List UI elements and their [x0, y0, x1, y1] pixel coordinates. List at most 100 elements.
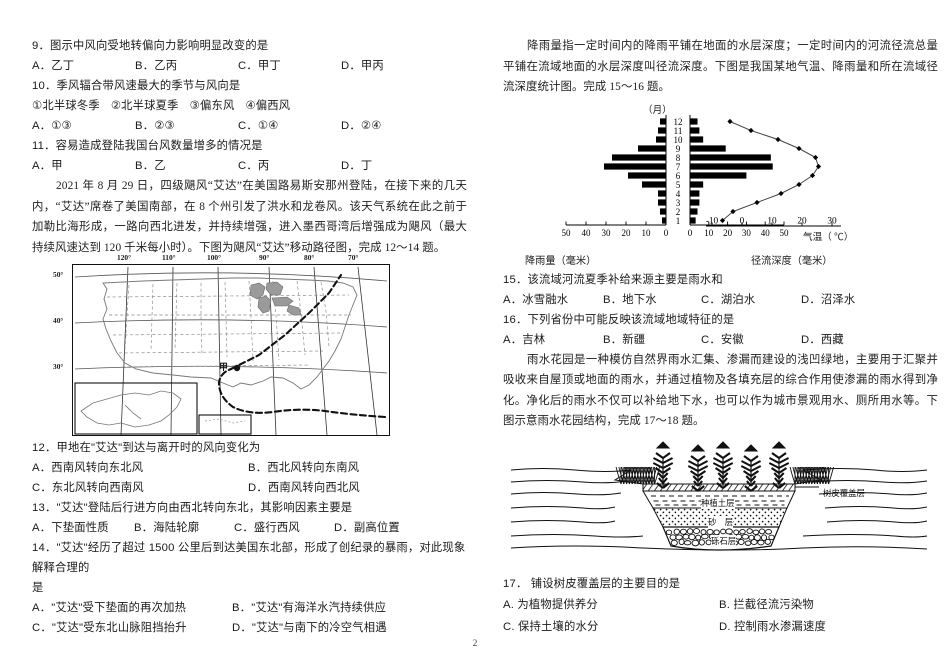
svg-text:10: 10 — [767, 216, 777, 226]
svg-text:30: 30 — [827, 216, 837, 226]
svg-text:10: 10 — [704, 228, 714, 238]
svg-text:11: 11 — [674, 125, 683, 135]
question-14-stem-cont: 是 — [32, 582, 44, 594]
option-d[interactable]: D．"艾达"与南下的冷空气相遇 — [232, 622, 387, 634]
option-b[interactable]: B．"艾达"有海洋水汽持续供应 — [232, 602, 387, 614]
svg-text:50: 50 — [780, 228, 790, 238]
svg-text:20: 20 — [622, 228, 632, 238]
option-c[interactable]: C．湖泊水 — [701, 293, 756, 306]
option-d[interactable]: D. 控制雨水渗漏速度 — [719, 620, 827, 633]
question-11-stem: 11．容易造成登陆我国台风数量增多的情况是 — [32, 140, 263, 152]
passage-runoff-depth: 降雨量指一定时间内的降雨平铺在地面的水层深度；一定时间内的河流径流总量平铺在流域… — [503, 40, 938, 93]
option-a[interactable]: A．乙丁 — [32, 60, 75, 72]
option-a[interactable]: A．下垫面性质 — [32, 522, 109, 534]
lon-label-80: 80° — [304, 253, 315, 262]
option-c[interactable]: C．"艾达"受东北山脉阻挡抬升 — [32, 622, 187, 634]
svg-text:-10: -10 — [706, 216, 719, 226]
svg-text:7: 7 — [676, 161, 681, 171]
option-a[interactable]: A．冰雪融水 — [503, 293, 569, 306]
option-d[interactable]: D．丁 — [341, 160, 373, 172]
right-axis-title: 径流深度（毫米） — [751, 255, 833, 267]
question-11-options: A．甲 B．乙 C．丙 D．丁 — [32, 156, 467, 176]
option-a[interactable]: A．甲 — [32, 160, 63, 172]
map-graphics — [74, 266, 388, 435]
option-c[interactable]: C．甲丁 — [238, 60, 281, 72]
question-14-options-row1: A．"艾达"受下垫面的再次加热 B．"艾达"有海洋水汽持续供应 — [32, 598, 467, 618]
rain-garden-diagram: 树皮覆盖层 种植土层 砂 层 砾石层 — [503, 436, 938, 568]
svg-text:12: 12 — [674, 116, 683, 126]
lat-label-40: 40° — [53, 316, 64, 325]
map-point-jia — [233, 364, 241, 372]
question-14-stem: 14．"艾达"经历了超过 1500 公里后到达美国东北部，形成了创纪录的暴雨，对… — [32, 542, 466, 574]
question-14-options-row2: C．"艾达"受东北山脉阻挡抬升 D．"艾达"与南下的冷空气相遇 — [32, 618, 467, 638]
option-b[interactable]: B．②③ — [135, 120, 175, 132]
question-13-options: A．下垫面性质 B．海陆轮廓 C．盛行西风 D．副高位置 — [32, 518, 467, 538]
lon-label-90: 90° — [259, 253, 270, 262]
option-d[interactable]: D．副高位置 — [334, 522, 400, 534]
option-b[interactable]: B．西北风转向东南风 — [248, 462, 360, 474]
map-label-jia: 甲 — [219, 362, 229, 372]
svg-text:20: 20 — [797, 216, 807, 226]
passage-rain-garden: 雨水花园是一种模仿自然界雨水汇集、渗漏而建设的浅凹绿地，主要用于汇聚并吸收来自屋… — [503, 353, 938, 428]
option-d[interactable]: D．甲丙 — [341, 60, 384, 72]
option-b[interactable]: B．乙 — [135, 160, 166, 172]
item-4: ④偏西风 — [245, 100, 291, 112]
svg-text:50: 50 — [562, 228, 572, 238]
question-16-options: A．吉林 B．新疆 C．安徽 D．西藏 — [503, 330, 938, 350]
chart-month-unit: （月） — [643, 104, 672, 116]
question-15-stem: 15．该流域河流夏季补给来源主要是雨水和 — [503, 273, 723, 286]
svg-text:0: 0 — [688, 228, 693, 238]
option-a[interactable]: A．西南风转向东北风 — [32, 462, 144, 474]
svg-text:5: 5 — [676, 179, 681, 189]
option-b[interactable]: B．地下水 — [603, 293, 657, 306]
option-b[interactable]: B. 拦截径流污染物 — [719, 598, 814, 611]
svg-text:1: 1 — [676, 215, 681, 225]
page-number: 2 — [472, 639, 478, 649]
option-a[interactable]: A．吉林 — [503, 333, 546, 346]
option-a[interactable]: A．"艾达"受下垫面的再次加热 — [32, 602, 187, 614]
option-c[interactable]: C．东北风转向西南风 — [32, 482, 144, 494]
question-10-items: ①北半球冬季 ②北半球夏季 ③偏东风 ④偏西风 — [32, 96, 467, 116]
option-a[interactable]: A．①③ — [32, 120, 72, 132]
option-c[interactable]: C．盛行西风 — [234, 522, 300, 534]
option-b[interactable]: B．新疆 — [603, 333, 646, 346]
option-d[interactable]: D．西藏 — [801, 333, 844, 346]
question-10-options: A．①③ B．②③ C．①④ D．②④ — [32, 116, 467, 136]
svg-text:9: 9 — [676, 143, 681, 153]
option-b[interactable]: B．海陆轮廓 — [134, 522, 200, 534]
temperature-axis-title: 气温（ ℃） — [803, 231, 854, 243]
option-c[interactable]: C．安徽 — [701, 333, 744, 346]
svg-text:20: 20 — [723, 228, 733, 238]
rain-garden-graphics — [510, 440, 928, 551]
lon-label-100: 100° — [207, 253, 222, 262]
option-d[interactable]: D．沼泽水 — [801, 293, 856, 306]
lon-label-120: 120° — [117, 253, 132, 262]
lat-label-50: 50° — [53, 270, 64, 279]
question-10-stem: 10．季风辐合带风速最大的季节与风向是 — [32, 80, 241, 92]
option-c[interactable]: C．丙 — [238, 160, 270, 172]
svg-text:30: 30 — [602, 228, 612, 238]
svg-text:10: 10 — [674, 134, 684, 144]
svg-text:10: 10 — [642, 228, 652, 238]
passage-hurricane-ida: 2021 年 8 月 29 日，四级飓风“艾达”在美国路易斯安那州登陆，在接下来… — [32, 180, 467, 254]
option-d[interactable]: D．②④ — [341, 120, 382, 132]
layer-label-sand: 砂 层 — [708, 515, 734, 528]
item-1: ①北半球冬季 — [32, 100, 100, 112]
svg-text:8: 8 — [676, 152, 681, 162]
question-13-stem: 13．"艾达"登陆后行进方向由西北转向东北，其影响因素主要是 — [32, 502, 353, 514]
svg-text:3: 3 — [676, 197, 681, 207]
option-b[interactable]: B．乙丙 — [135, 60, 178, 72]
option-c[interactable]: C. 保持土壤的水分 — [503, 620, 599, 633]
option-c[interactable]: C．①④ — [238, 120, 279, 132]
lon-label-70: 70° — [348, 253, 359, 262]
question-15-options: A．冰雪融水 B．地下水 C．湖泊水 D．沼泽水 — [503, 290, 938, 310]
svg-text:0: 0 — [664, 228, 669, 238]
svg-text:30: 30 — [742, 228, 752, 238]
question-12-options-row1: A．西南风转向东北风 B．西北风转向东南风 — [32, 458, 467, 478]
question-17-options-row2: C. 保持土壤的水分 D. 控制雨水渗漏速度 — [503, 616, 938, 638]
option-d[interactable]: D．西南风转向西北风 — [248, 482, 360, 494]
question-9-options: A．乙丁 B．乙丙 C．甲丁 D．甲丙 — [32, 56, 467, 76]
option-a[interactable]: A. 为植物提供养分 — [503, 598, 598, 611]
